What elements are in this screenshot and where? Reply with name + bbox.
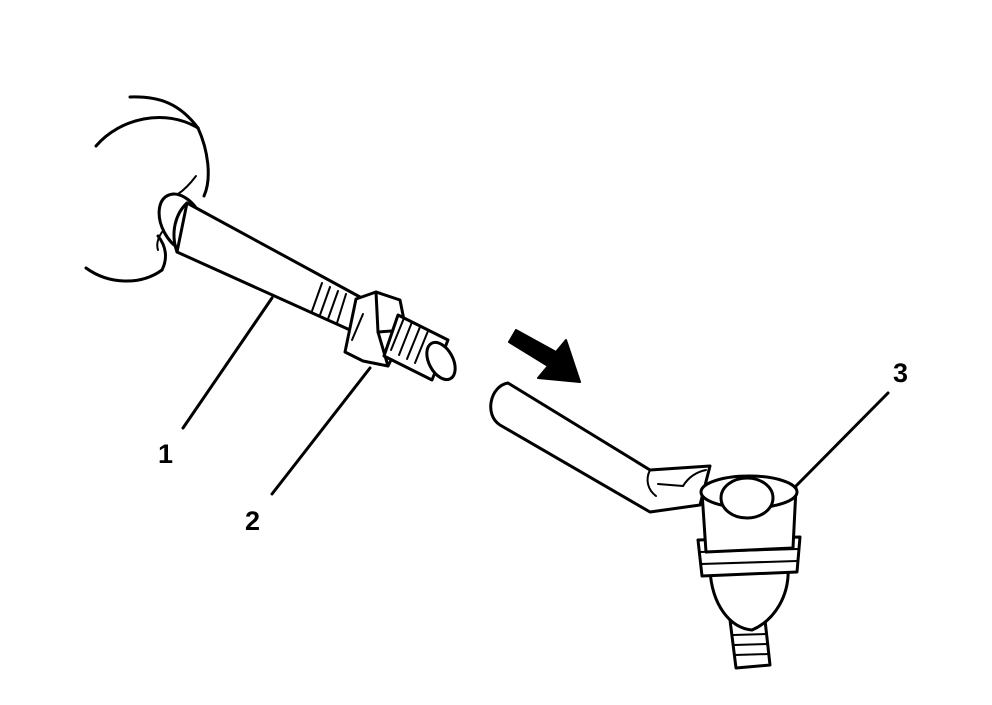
leader-line-2 xyxy=(270,366,372,496)
leader-line-3 xyxy=(793,391,890,489)
direction-arrow xyxy=(508,329,581,383)
callout-1: 1 xyxy=(158,439,173,469)
leader-line-1 xyxy=(181,296,274,430)
threaded-stub xyxy=(382,313,457,382)
leader-lines xyxy=(181,296,890,496)
callout-2: 2 xyxy=(245,506,260,536)
rack-boot xyxy=(84,95,210,283)
callout-3: 3 xyxy=(893,358,908,388)
outer-tie-rod-end xyxy=(489,381,802,670)
inner-tie-rod xyxy=(172,201,362,332)
